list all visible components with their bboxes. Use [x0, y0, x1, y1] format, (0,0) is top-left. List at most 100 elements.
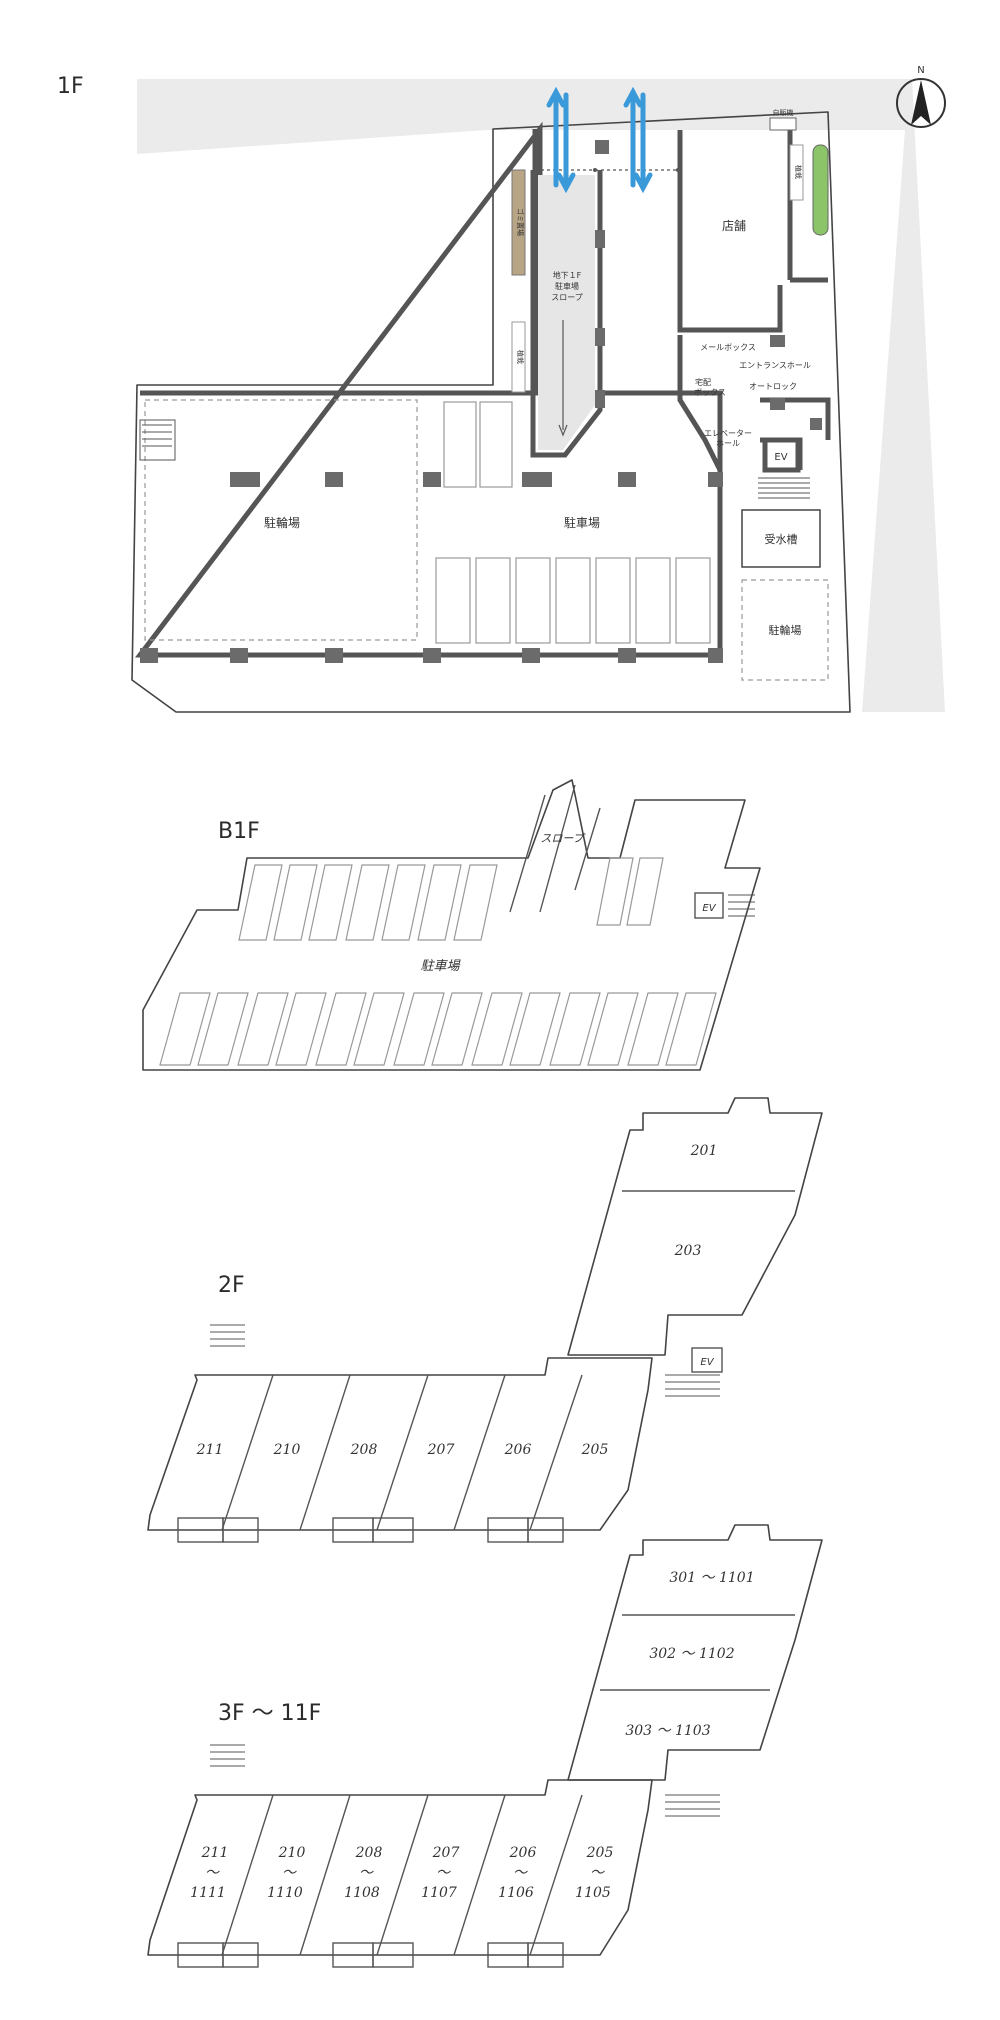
vending-label: 自販機 [773, 108, 794, 117]
slope-ramp [538, 175, 595, 450]
2f-lower-outline [147, 1357, 653, 1531]
planter-left [511, 321, 526, 393]
room-303-1103: 303 〜 1103 [625, 1723, 710, 1739]
room-stack-bot: 1107 [421, 1885, 457, 1901]
ev-box-b1f [694, 892, 724, 919]
room-302-1102: 302 〜 1102 [649, 1646, 734, 1662]
slope-label-2: 駐車場 [555, 281, 579, 291]
stairs-1f [758, 477, 810, 499]
delivery-box-label-2: ボックス [694, 388, 726, 397]
room-stack-207: 207 〜 1107 [421, 1845, 459, 1901]
room-stack-top: 208 [355, 1845, 383, 1861]
room-stack-top: 211 [201, 1845, 229, 1861]
ev-box-2f [691, 1347, 723, 1373]
delivery-box-label-1: 宅配 [695, 377, 711, 387]
room-211: 211 [196, 1442, 224, 1458]
stairs-1f-left [139, 419, 176, 461]
north-arrow-icon: N [896, 65, 946, 128]
garbage-label: ゴミ置場 [516, 208, 525, 236]
room-201: 201 [690, 1143, 718, 1159]
parking-slots-b1f [159, 857, 717, 1066]
mailbox-label: メールボックス [700, 343, 756, 352]
2f-upper-outline [567, 1097, 823, 1356]
room-203: 203 [674, 1243, 702, 1259]
building-1f-outline [131, 111, 851, 713]
elevator-hall-label-2: ホール [716, 439, 740, 448]
room-207: 207 [427, 1442, 455, 1458]
compass-letter: N [917, 65, 924, 76]
room-stack-mid: 〜 [282, 1865, 297, 1881]
bike-parking-sub [741, 579, 829, 681]
room-205: 205 [581, 1442, 609, 1458]
room-stack-mid: 〜 [436, 1865, 451, 1881]
3f-upper-outline [567, 1524, 823, 1781]
bike-parking-main-label: 駐輪場 [264, 515, 300, 530]
3f-room-dividers [221, 1794, 583, 1956]
b1f-outline [142, 779, 761, 1071]
room-stack-top: 210 [278, 1845, 306, 1861]
2f-balconies [177, 1517, 564, 1543]
ev-box-1f [762, 437, 801, 473]
ev-label-1f: EV [774, 452, 787, 463]
planter-left-label: 植栽 [516, 350, 525, 364]
floor-3f-title: 3F 〜 11F [218, 1701, 321, 1726]
floor-2f: 2F 201 203 211 210 208 207 206 205 EV [147, 1097, 823, 1543]
ev-label-b1f: EV [702, 903, 716, 914]
room-stack-bot: 1110 [267, 1885, 303, 1901]
slope-label-1: 地下１F [553, 270, 582, 280]
room-stack-mid: 〜 [513, 1865, 528, 1881]
room-208: 208 [350, 1442, 378, 1458]
autolock-label: オートロック [749, 382, 797, 391]
bike-parking-main [144, 399, 418, 641]
room-stack-210: 210 〜 1110 [267, 1845, 305, 1901]
stairs-3f [210, 1744, 720, 1817]
planter-right [789, 144, 804, 201]
room-stack-206: 206 〜 1106 [498, 1845, 536, 1901]
3f-lower-outline [147, 1779, 653, 1956]
3f-balconies [177, 1942, 564, 1968]
road-area [137, 79, 945, 712]
room-stack-bot: 1106 [498, 1885, 534, 1901]
shop-label: 店舗 [722, 219, 746, 233]
room-stack-bot: 1105 [575, 1885, 611, 1901]
room-stack-top: 206 [509, 1845, 537, 1861]
entry-exit-arrow-icon [546, 86, 653, 194]
vending-machine [769, 117, 797, 131]
room-301-1101: 301 〜 1101 [669, 1570, 754, 1586]
slope-label-3: スロープ [551, 293, 583, 302]
floor-2f-title: 2F [218, 1273, 245, 1298]
room-stack-bot: 1108 [344, 1885, 380, 1901]
2f-room-dividers [221, 1374, 583, 1531]
room-stack-205: 205 〜 1105 [575, 1845, 613, 1901]
floor-1f-title: 1F [57, 74, 84, 99]
stairs-2f [210, 1324, 720, 1397]
room-stack-211: 211 〜 1111 [190, 1845, 228, 1901]
room-stack-bot: 1111 [190, 1885, 226, 1901]
room-stack-mid: 〜 [590, 1865, 605, 1881]
b1f-slope-label: スロープ [540, 832, 585, 845]
room-stack-208: 208 〜 1108 [344, 1845, 382, 1901]
room-stack-mid: 〜 [359, 1865, 374, 1881]
room-210: 210 [273, 1442, 301, 1458]
stairs-b1f [728, 894, 755, 917]
planter-right-label: 植栽 [794, 165, 803, 179]
floor-b1f: B1F スロープ 駐車 [142, 779, 761, 1071]
bike-parking-sub-label: 駐輪場 [769, 623, 802, 637]
green-planter [812, 144, 829, 236]
b1f-parking-label: 駐車場 [420, 959, 461, 974]
floor-3f-11f: 3F 〜 11F 301 〜 1101 302 〜 1102 303 〜 110… [147, 1524, 823, 1968]
room-206: 206 [504, 1442, 532, 1458]
elevator-hall-label-1: エレベーター [704, 429, 752, 438]
floor-1f: 1F N 地下１F 駐車場 スロープ ゴミ置場 [57, 65, 946, 713]
parking-1f-label: 駐車場 [564, 515, 600, 530]
room-stack-top: 207 [432, 1845, 460, 1861]
floor-b1f-title: B1F [218, 819, 260, 844]
entrance-wall [677, 277, 831, 472]
main-wall-1f [134, 121, 723, 658]
room-stack-mid: 〜 [205, 1865, 220, 1881]
b1f-slope-lines [509, 784, 601, 913]
ev-label-2f: EV [700, 1357, 714, 1368]
entrance-hall-label: エントランスホール [739, 361, 811, 370]
garbage-area [511, 169, 526, 276]
